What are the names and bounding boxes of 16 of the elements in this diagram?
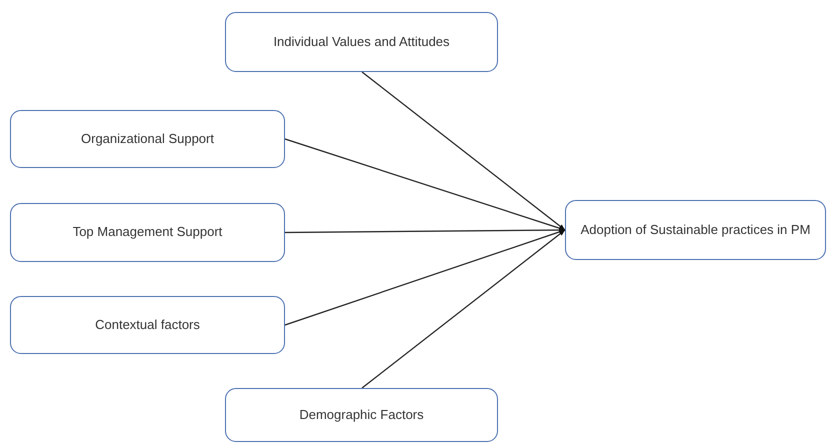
box-label: Individual Values and Attitudes <box>273 34 450 50</box>
factor-box <box>10 110 285 168</box>
arrow <box>284 138 566 231</box>
box-label: Organizational Support <box>81 130 214 148</box>
arrow <box>362 72 566 230</box>
box-label: Demographic Factors <box>299 406 424 424</box>
factor-box <box>225 12 498 72</box>
factor-box <box>565 200 826 260</box>
factor-box <box>10 296 285 354</box>
arrow <box>362 230 566 388</box>
box-label: Contextual factors <box>95 316 200 334</box>
arrow <box>284 229 566 326</box>
box-label: Top Management Support <box>72 224 222 241</box>
factor-box <box>10 203 285 262</box>
box-label: Adoption of Sustainable practices in PM <box>580 222 810 238</box>
factor-box <box>225 388 498 442</box>
